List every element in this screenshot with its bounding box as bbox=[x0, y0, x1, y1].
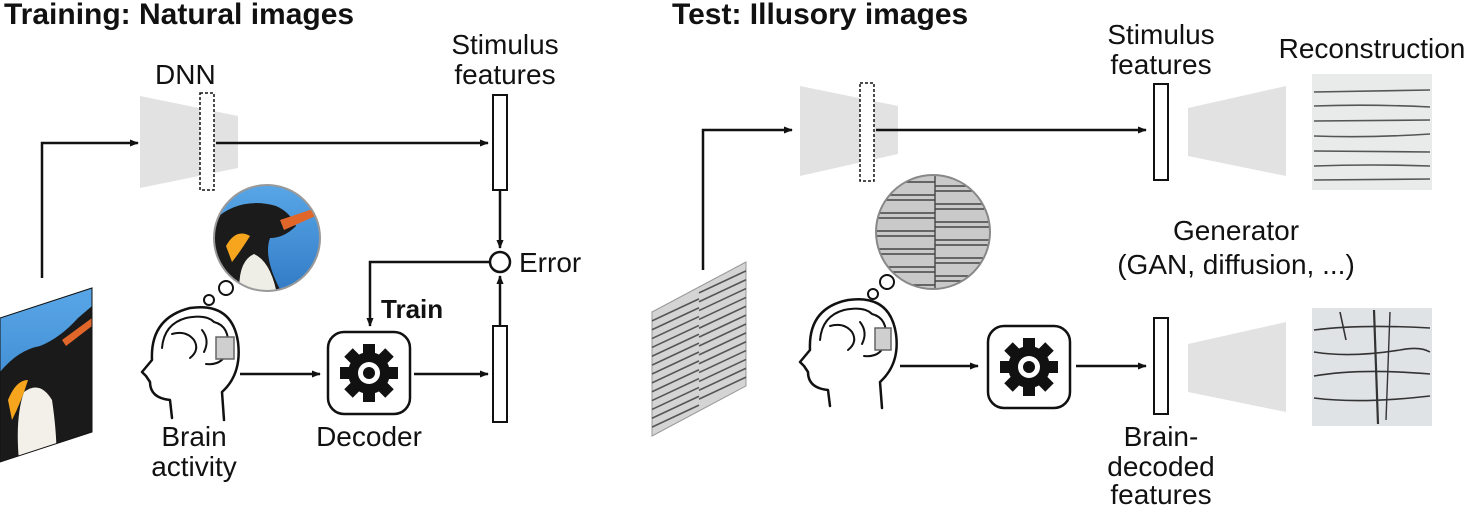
brain-decoded-label-3: features bbox=[1110, 479, 1211, 506]
illusory-stripe bbox=[698, 287, 747, 312]
brain-decoded-label-2: decoded bbox=[1107, 451, 1214, 482]
illusory-stripe bbox=[651, 306, 700, 331]
illusory-stripe bbox=[698, 349, 747, 374]
error-node bbox=[488, 250, 512, 274]
training-title: Training: Natural images bbox=[4, 0, 354, 31]
stimulus-features-label-2: features bbox=[454, 59, 555, 90]
arrow-illusory-to-dnn bbox=[701, 126, 793, 270]
brain-decoded-label-1: Brain- bbox=[1124, 421, 1199, 452]
illusory-stripe bbox=[651, 298, 700, 322]
stimulus-image-frame bbox=[0, 287, 93, 463]
brain-activity-label-1: Brain bbox=[161, 421, 226, 452]
illusory-stripe bbox=[651, 395, 700, 420]
reconstruction-label: Reconstruction bbox=[1279, 33, 1466, 64]
gear-icon-test bbox=[1000, 338, 1058, 396]
brain-head-icon-right bbox=[798, 297, 898, 410]
illusory-stripe bbox=[651, 351, 700, 375]
penguin-stimulus-image bbox=[0, 288, 92, 462]
illusory-stripe bbox=[651, 324, 700, 349]
illusory-stripe bbox=[698, 367, 747, 392]
illusory-stripe bbox=[698, 314, 747, 338]
thought-bubble-medium-test bbox=[879, 274, 895, 290]
illusory-stripe bbox=[651, 333, 700, 358]
penguin-thought-frame bbox=[213, 184, 321, 292]
thought-bubble-medium bbox=[218, 280, 234, 296]
gear-icon bbox=[340, 344, 398, 402]
illusory-thought-frame bbox=[875, 174, 991, 290]
generator-sub-label: (GAN, diffusion, ...) bbox=[1117, 249, 1355, 280]
dnn-layer-highlight-test bbox=[859, 82, 875, 182]
illusory-stripe bbox=[651, 386, 700, 411]
stimulus-features-bar bbox=[492, 94, 508, 191]
brain-roi-left bbox=[215, 336, 235, 360]
generator-block-top bbox=[1188, 86, 1286, 176]
train-label: Train bbox=[381, 294, 443, 324]
dnn-layer-highlight bbox=[199, 92, 215, 191]
illusory-stripe bbox=[698, 332, 747, 356]
illusory-stripe bbox=[651, 377, 700, 402]
decoder-label: Decoder bbox=[316, 421, 422, 452]
illusory-stripe bbox=[651, 360, 700, 384]
brain-roi-right bbox=[874, 327, 892, 351]
stimulus-features-bar-test bbox=[1153, 83, 1169, 181]
generator-label: Generator bbox=[1173, 215, 1299, 246]
thought-bubble-small bbox=[203, 294, 215, 306]
illusory-stripe bbox=[698, 358, 747, 383]
illusory-stripe bbox=[651, 404, 700, 428]
illusory-stripe bbox=[698, 305, 747, 330]
dnn-label: DNN bbox=[155, 59, 216, 90]
error-label: Error bbox=[519, 247, 581, 278]
illusory-stripe bbox=[698, 278, 747, 303]
stimulus-features-test-label-1: Stimulus bbox=[1107, 19, 1214, 50]
illusory-stripe bbox=[651, 315, 700, 340]
reconstruction-image-brain bbox=[1312, 308, 1432, 426]
decoded-features-bar-left bbox=[492, 325, 508, 423]
arrow-image-to-dnn bbox=[40, 139, 139, 278]
illusory-stimulus-image bbox=[651, 261, 747, 437]
illusory-stripe bbox=[698, 323, 747, 347]
illusory-stripe bbox=[651, 342, 700, 366]
stimulus-features-label-1: Stimulus bbox=[451, 29, 558, 60]
arrow-train-feedback bbox=[366, 260, 490, 327]
brain-head-icon-left bbox=[140, 305, 240, 422]
generator-block-bottom bbox=[1188, 322, 1286, 412]
illusory-stripe bbox=[698, 270, 747, 294]
penguin-thought-image bbox=[214, 185, 320, 291]
brain-decoded-features-bar bbox=[1153, 317, 1169, 415]
test-title: Test: Illusory images bbox=[672, 0, 968, 31]
illusory-stripe bbox=[698, 340, 747, 365]
illusory-stripe bbox=[651, 368, 700, 393]
illusory-stripe bbox=[698, 376, 747, 400]
thought-bubble-small-test bbox=[867, 288, 879, 300]
stimulus-features-test-label-2: features bbox=[1110, 49, 1211, 80]
reconstruction-image-stimulus bbox=[1312, 74, 1432, 190]
illusory-stripe bbox=[698, 296, 747, 321]
brain-activity-label-2: activity bbox=[151, 451, 237, 482]
